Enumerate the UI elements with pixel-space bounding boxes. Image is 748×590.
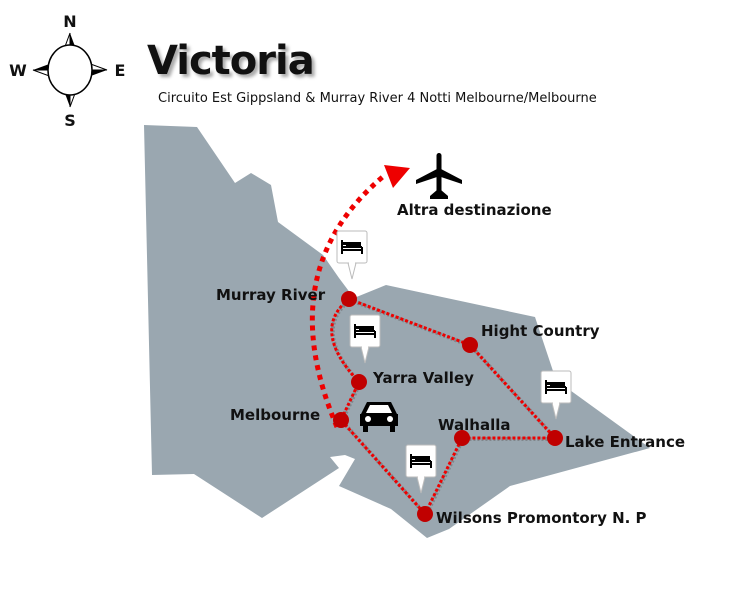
stop-murray-river [341,291,357,307]
stop-hight-country [462,337,478,353]
stop-walhalla [454,430,470,446]
page-subtitle: Circuito Est Gippsland & Murray River 4 … [158,91,597,106]
flight-arrowhead [384,165,410,188]
label-murray-river: Murray River [216,286,326,304]
compass-west: W [9,61,27,80]
airplane-icon [416,153,462,199]
car-icon [360,402,398,432]
stops [333,291,563,522]
page-title: Victoria [147,38,315,84]
label-wilsons: Wilsons Promontory N. P [436,509,647,527]
stop-yarra-valley [351,374,367,390]
label-lake-entrance: Lake Entrance [565,433,685,451]
stop-wilsons [417,506,433,522]
label-melbourne: Melbourne [230,406,320,424]
label-walhalla: Walhalla [438,416,510,434]
stop-lake-entrance [547,430,563,446]
victoria-region [144,125,650,538]
compass-north: N [63,12,76,31]
destination-label: Altra destinazione [397,201,552,219]
stop-melbourne [333,412,349,428]
compass-icon: N S W E [9,12,125,130]
compass-south: S [64,111,76,130]
compass-east: E [115,61,126,80]
hotel-marker-icon [336,230,368,280]
flight-route [309,173,387,428]
label-hight-country: Hight Country [481,322,600,340]
label-yarra-valley: Yarra Valley [372,369,474,387]
